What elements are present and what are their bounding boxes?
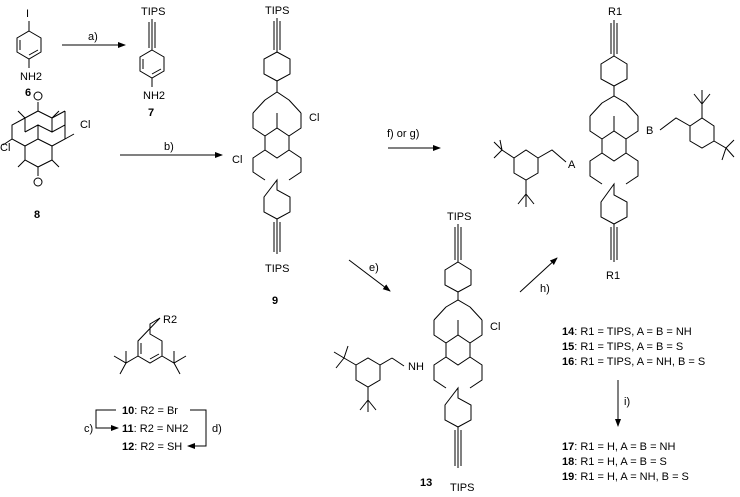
list-item: 14: R1 = TIPS, A = B = NH [562, 326, 692, 338]
compound-number-8: 8 [34, 209, 40, 221]
product-list-tips: 14: R1 = TIPS, A = B = NH 15: R1 = TIPS,… [562, 326, 705, 368]
compound-number-13: 13 [420, 477, 432, 489]
compound-number: 14 [562, 326, 575, 338]
list-item: 15: R1 = TIPS, A = B = S [562, 341, 683, 353]
compound-6: I NH2 6 [16, 8, 42, 99]
list-item: 11: R2 = NH2 [122, 423, 188, 435]
compound-13: TIPS Cl N H TIPS 13 [333, 211, 500, 494]
reagent-e: e) [369, 262, 379, 274]
compound-number: 19 [562, 471, 574, 483]
chlorine-atom: Cl [80, 119, 90, 131]
amine-label: NH2 [20, 71, 42, 83]
compound-number-7: 7 [148, 107, 154, 119]
a-substituent: A [568, 159, 576, 171]
reagent-b: b) [164, 141, 174, 153]
list-item: 17: R1 = H, A = B = NH [562, 441, 675, 453]
list-item: 18: R1 = H, A = B = S [562, 456, 667, 468]
compound-number: 11 [122, 423, 134, 435]
r2-label: R2 [163, 314, 177, 326]
amine-label: NH2 [143, 90, 165, 102]
nh-h: H [416, 361, 424, 373]
nh-n: N [408, 361, 416, 373]
chlorine-atom: Cl [0, 142, 10, 154]
r1-top-label: R1 [608, 6, 622, 18]
reagent-d: d) [212, 423, 222, 435]
compound-number: 17 [562, 441, 574, 453]
compound-8: Cl Cl 8 [0, 91, 90, 221]
product-list-h: 17: R1 = H, A = B = NH 18: R1 = H, A = B… [562, 441, 689, 483]
tips-label: TIPS [450, 482, 474, 494]
compound-number: 18 [562, 456, 574, 468]
compound-9: TIPS Cl Cl TIPS 9 [232, 5, 319, 307]
arrow-c [95, 409, 119, 431]
compound-number: 10 [122, 405, 134, 417]
benzyl-list: 10: R2 = Br 11: R2 = NH2 12: R2 = SH [122, 405, 188, 453]
compound-number: 12 [122, 441, 134, 453]
arrow-d [187, 409, 207, 449]
reagent-f-or-g: f) or g) [387, 128, 419, 140]
reagent-c: c) [84, 423, 93, 435]
b-substituent: B [646, 125, 653, 137]
compound-number: 16 [562, 356, 574, 368]
benzyl-fragment: R2 [113, 314, 187, 375]
tips-label: TIPS [265, 5, 289, 17]
compound-7: TIPS NH2 7 [139, 6, 165, 119]
reagent-i: i) [624, 396, 630, 408]
tips-label: TIPS [447, 211, 471, 223]
arrow-e [348, 259, 391, 292]
compound-number-6: 6 [25, 87, 31, 99]
list-item: 19: R1 = H, A = NH, B = S [562, 471, 689, 483]
reagent-a: a) [88, 31, 98, 43]
chlorine-atom: Cl [490, 321, 500, 333]
tips-label: TIPS [265, 263, 289, 275]
tips-label: TIPS [141, 6, 165, 18]
list-item: 16: R1 = TIPS, A = NH, B = S [562, 356, 705, 368]
compound-number: 15 [562, 341, 574, 353]
r1-bottom-label: R1 [606, 270, 620, 282]
arrow-h [519, 257, 558, 293]
compound-number-9: 9 [272, 295, 278, 307]
list-item: 10: R2 = Br [122, 405, 178, 417]
list-item: 12: R2 = SH [122, 441, 182, 453]
chlorine-atom: Cl [232, 154, 242, 166]
iodine-atom: I [26, 8, 29, 20]
product-generic: R1 B A R1 [493, 6, 735, 282]
chlorine-atom: Cl [309, 112, 319, 124]
reagent-h: h) [540, 283, 550, 295]
